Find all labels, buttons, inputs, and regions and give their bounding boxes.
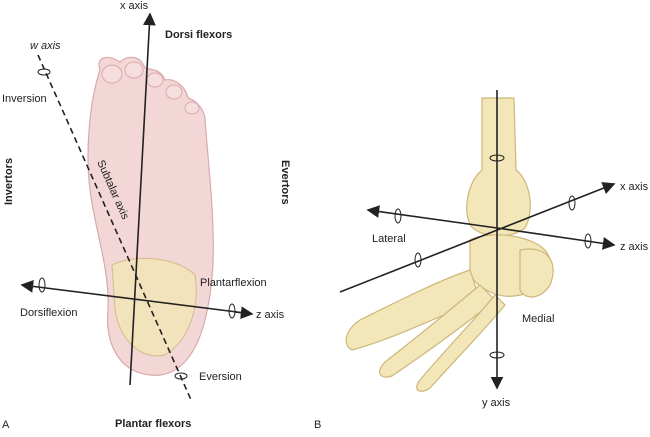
w-axis-line [37, 54, 193, 403]
lateral-label: Lateral [372, 233, 406, 245]
medial-label: Medial [522, 313, 554, 325]
rotation-icons-b [394, 154, 592, 359]
z-axis-arrow-a [234, 306, 254, 320]
dorsi-flexors-label: Dorsi flexors [165, 29, 232, 41]
inversion-label: Inversion [2, 93, 47, 105]
evertors-label: Evertors [279, 160, 291, 205]
plantarflexion-label: Plantarflexion [200, 277, 267, 289]
foot-illustration [87, 56, 214, 376]
dorsiflexion-label: Dorsiflexion [20, 307, 77, 319]
z-axis-line-b-left [366, 205, 498, 229]
y-axis-label-b: y axis [482, 397, 511, 409]
rotation-icons-a [37, 68, 236, 380]
x-axis-line-b [339, 182, 616, 293]
z-axis-dashed [496, 227, 561, 238]
x-axis-label-b: x axis [620, 181, 649, 193]
invertors-label: Invertors [3, 158, 15, 205]
ankle-bones-illustration [345, 97, 554, 392]
eversion-label: Eversion [199, 371, 242, 383]
panel-a-letter: A [2, 419, 10, 431]
z-axis-label-b: z axis [620, 241, 649, 253]
z-axis-label-a: z axis [256, 309, 285, 321]
plantar-flexors-label: Plantar flexors [115, 418, 191, 430]
x-axis-label-a: x axis [120, 0, 149, 12]
w-axis-label: w axis [30, 40, 61, 52]
panel-b-letter: B [314, 419, 321, 431]
x-axis-line-a [129, 12, 156, 386]
z-axis-line-a [20, 280, 246, 314]
